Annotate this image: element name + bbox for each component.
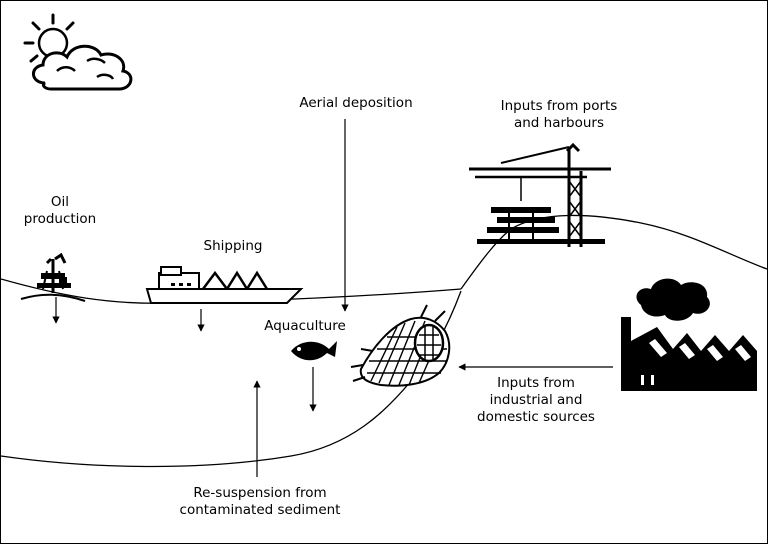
ports-label: Inputs from ports and harbours — [500, 98, 618, 131]
aquaculture-label: Aquaculture — [264, 318, 346, 334]
crane-icon — [469, 142, 611, 247]
oil-production-label: Oil production — [23, 194, 97, 227]
shipping-label: Shipping — [203, 238, 263, 254]
ship-icon — [145, 266, 304, 304]
oil-rig-icon — [20, 252, 86, 302]
fish-farm-net-icon — [350, 304, 451, 387]
smoke-icon — [636, 278, 710, 321]
sun-icon — [23, 13, 75, 63]
flow-arrows — [52, 119, 613, 477]
factory-icon — [621, 317, 757, 391]
resuspension-label: Re-suspension from contaminated sediment — [179, 485, 341, 518]
fish-icon — [291, 341, 337, 361]
industrial-inputs-label: Inputs from industrial and domestic sour… — [477, 375, 595, 425]
aerial-deposition-label: Aerial deposition — [299, 95, 413, 111]
cloud-icon — [32, 44, 133, 91]
shore-line — [460, 214, 768, 290]
